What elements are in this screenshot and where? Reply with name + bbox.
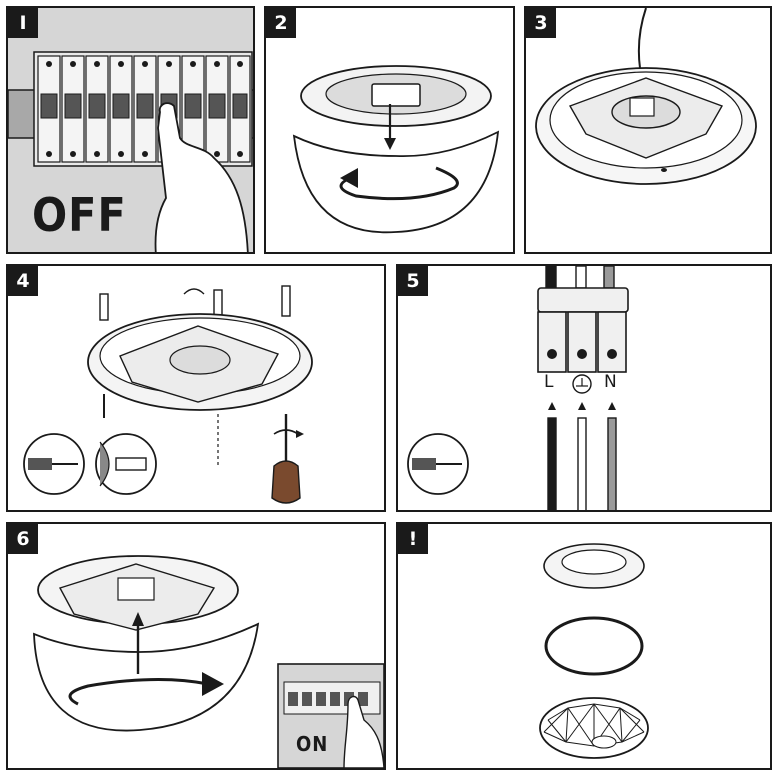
cover-variant-plain xyxy=(543,543,645,589)
breaker-panel-illustration xyxy=(8,51,253,252)
remove-cover-illustration xyxy=(292,65,500,234)
step-3-badge: 3 xyxy=(526,8,556,38)
cover-variant-black-rim xyxy=(544,616,644,676)
step-4-panel: 4 xyxy=(6,264,386,512)
dome-cover xyxy=(33,622,260,732)
step-6-badge: 6 xyxy=(8,524,38,554)
step-5-panel: 5 xyxy=(396,264,772,512)
step-6-panel: 6 ON xyxy=(6,522,386,770)
input-wires xyxy=(545,266,615,289)
step-2-badge: 2 xyxy=(266,8,296,38)
warning-panel: ! xyxy=(396,522,772,770)
output-wires xyxy=(547,417,617,510)
rotate-arrow xyxy=(68,677,209,706)
wall-plugs xyxy=(99,285,291,321)
attach-cover-illustration xyxy=(33,555,384,768)
cover-variant-faceted xyxy=(539,697,649,759)
mounting-illustration xyxy=(23,285,313,504)
exposed-base-illustration xyxy=(535,8,757,185)
terminal-label-live: L xyxy=(544,372,554,392)
step-4-badge: 4 xyxy=(8,266,38,296)
breaker-row xyxy=(33,51,253,167)
terminal-label-neutral: N xyxy=(604,372,617,392)
screwdriver xyxy=(271,414,304,504)
step-2-panel: 2 xyxy=(264,6,515,254)
off-label: OFF xyxy=(32,188,127,242)
terminal-block xyxy=(537,287,629,373)
breaker-inset xyxy=(277,663,384,768)
warning-badge: ! xyxy=(398,524,428,554)
wiring-illustration xyxy=(407,266,629,510)
hand-illustration xyxy=(154,102,249,252)
rotate-arrow xyxy=(339,166,459,201)
step-1-badge: I xyxy=(8,8,38,38)
step-3-panel: 3 xyxy=(524,6,772,254)
step-5-badge: 5 xyxy=(398,266,428,296)
on-label: ON xyxy=(296,732,329,756)
cover-variants-illustration xyxy=(539,543,649,759)
step-1-panel: I xyxy=(6,6,255,254)
dome-cover xyxy=(292,130,500,234)
